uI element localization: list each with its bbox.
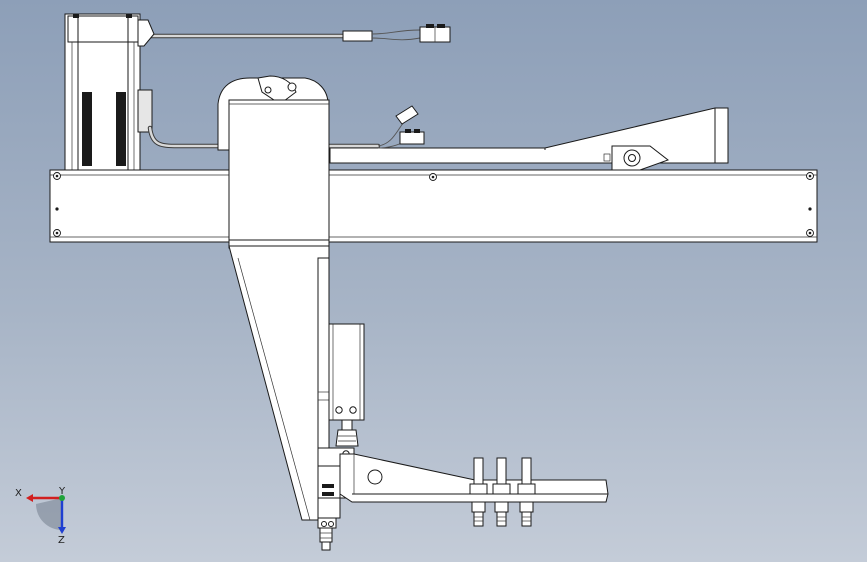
coordinate-triad-icon[interactable]: X Y Z — [15, 486, 66, 546]
linear-axis-beam — [49, 169, 818, 243]
cable-connector-icon — [327, 105, 425, 149]
cable-chain-guide — [329, 107, 729, 171]
cable-connector-icon — [419, 24, 451, 43]
z-axis-arm — [228, 245, 330, 521]
axis-x-label: X — [15, 488, 22, 499]
suction-cup — [517, 457, 536, 527]
suction-plate — [339, 453, 609, 503]
axis-carriage — [217, 75, 330, 256]
axis-y-label: Y — [58, 486, 66, 497]
suction-cup — [469, 457, 488, 527]
motor-cable — [147, 24, 451, 43]
suction-cup — [492, 457, 511, 527]
servo-motor-icon — [64, 13, 231, 173]
pneumatic-cylinder — [328, 323, 365, 447]
axis-z-label: Z — [58, 535, 65, 546]
